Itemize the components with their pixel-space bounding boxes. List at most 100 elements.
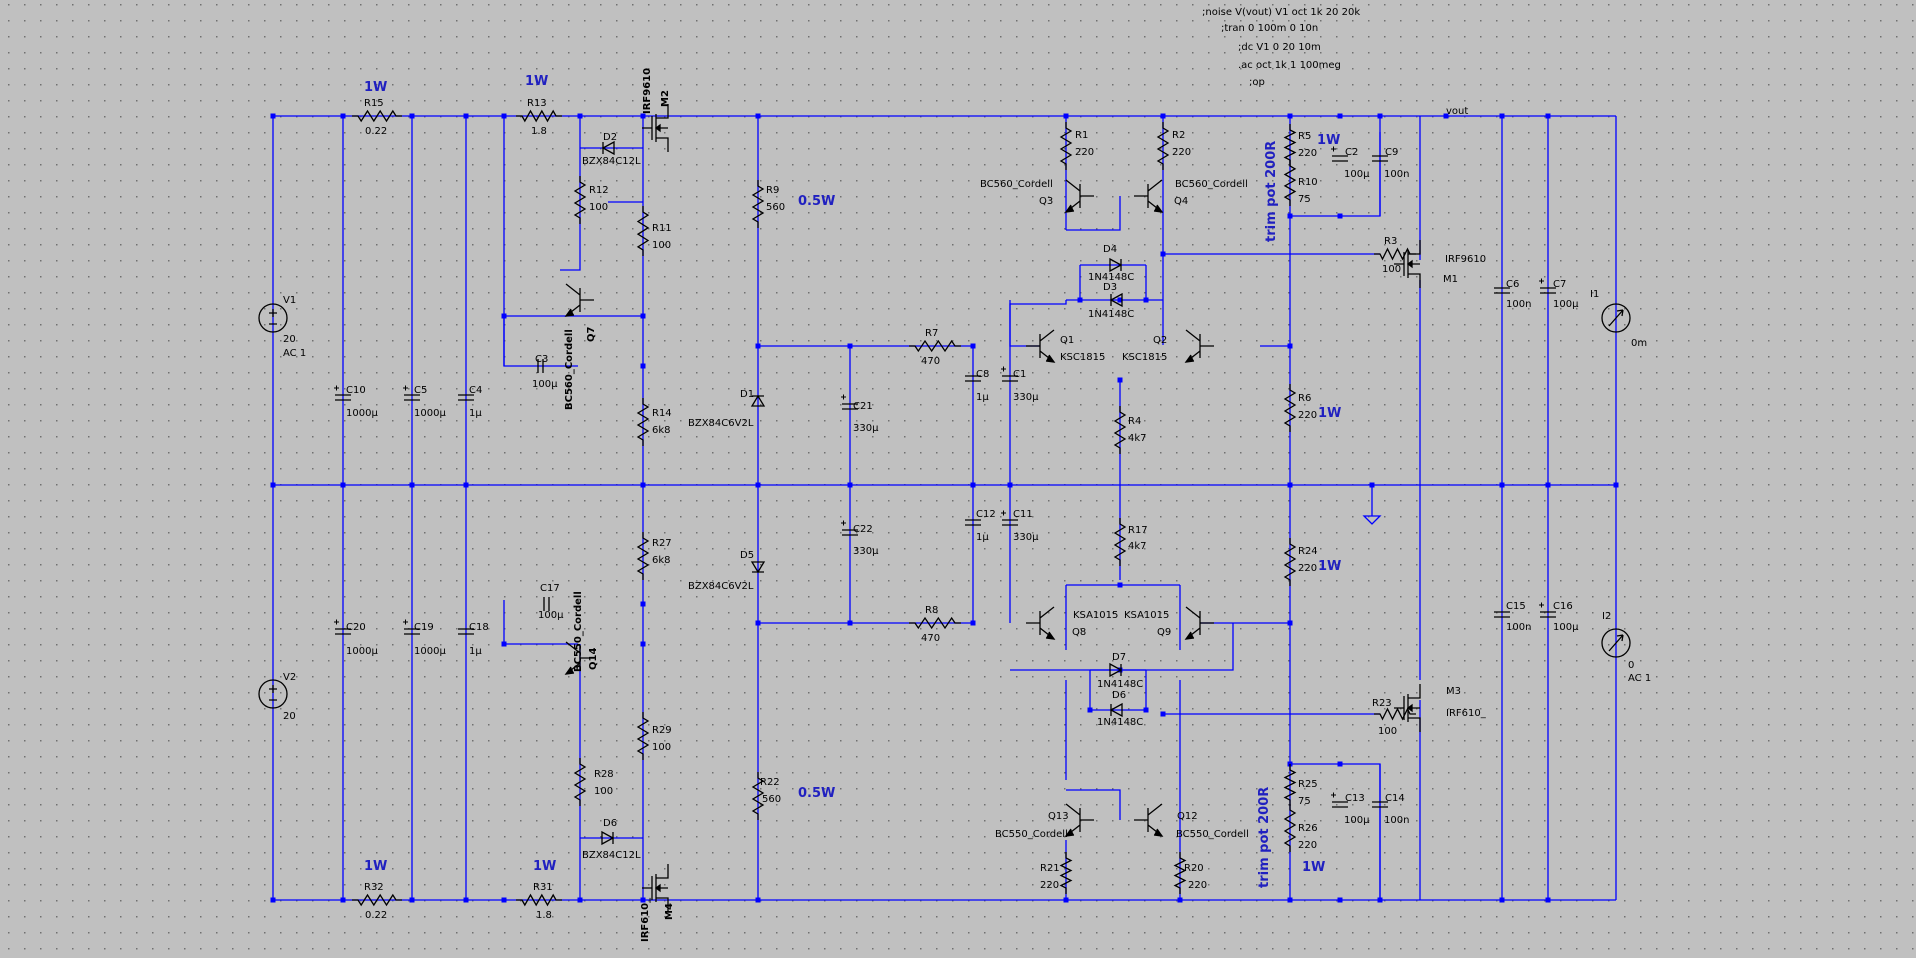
capacitor-c21[interactable]	[841, 394, 858, 410]
capacitor-c17[interactable]	[543, 597, 550, 611]
resistor-r7[interactable]	[909, 339, 961, 353]
diode-d3[interactable]	[1109, 292, 1123, 308]
resistor-r2[interactable]	[1156, 122, 1170, 170]
resistor-r27[interactable]	[636, 532, 650, 580]
resistor-r2-value: 220	[1172, 147, 1191, 158]
diode-d1[interactable]	[750, 394, 766, 407]
mosfet-m4[interactable]	[642, 864, 669, 912]
transistor-q4[interactable]	[1134, 179, 1164, 213]
note-trim-top: trim pot 200R	[1264, 141, 1279, 242]
resistor-r24-name: R24	[1298, 546, 1318, 557]
capacitor-c14[interactable]	[1372, 801, 1388, 808]
resistor-r23[interactable]	[1374, 707, 1416, 721]
capacitor-c13[interactable]	[1331, 792, 1348, 808]
capacitor-c12[interactable]	[965, 519, 981, 526]
capacitor-c3[interactable]	[537, 359, 544, 373]
resistor-r13[interactable]	[516, 109, 562, 123]
capacitor-c1[interactable]	[1001, 366, 1018, 382]
transistor-q2[interactable]	[1184, 329, 1214, 363]
resistor-r24[interactable]	[1283, 538, 1297, 586]
resistor-r21[interactable]	[1059, 852, 1073, 894]
resistor-r1[interactable]	[1059, 122, 1073, 170]
resistor-r5[interactable]	[1283, 124, 1297, 166]
capacitor-c2[interactable]	[1331, 146, 1348, 162]
resistor-r15[interactable]	[352, 109, 402, 123]
capacitor-c3-name: C3	[535, 354, 548, 365]
voltage-source-v1[interactable]	[258, 303, 288, 333]
resistor-r4[interactable]	[1113, 406, 1127, 454]
capacitor-c7[interactable]	[1539, 278, 1556, 294]
ground-symbol[interactable]	[1362, 485, 1382, 525]
resistor-r11[interactable]	[636, 206, 650, 256]
transistor-q1[interactable]	[1026, 329, 1056, 363]
resistor-r8[interactable]	[909, 616, 961, 630]
capacitor-c8[interactable]	[965, 375, 981, 382]
resistor-r31[interactable]	[516, 893, 562, 907]
diode-d7-value: 1N4148C	[1097, 679, 1143, 690]
directive-ac[interactable]: .ac oct 1k 1 100meg	[1238, 60, 1341, 71]
directive-tran[interactable]: ;tran 0 100m 0 10n	[1221, 23, 1318, 34]
resistor-r26[interactable]	[1283, 804, 1297, 852]
transistor-q8[interactable]	[1026, 606, 1056, 640]
diode-d2[interactable]	[601, 140, 615, 156]
capacitor-c16[interactable]	[1539, 602, 1556, 618]
resistor-r22[interactable]	[751, 772, 765, 820]
resistor-r9[interactable]	[751, 180, 765, 228]
transistor-q9[interactable]	[1184, 606, 1214, 640]
directive-noise[interactable]: ;noise V(vout) V1 oct 1k 20 20k	[1202, 7, 1360, 18]
capacitor-c4[interactable]	[458, 394, 474, 401]
transistor-q7[interactable]	[564, 283, 594, 317]
capacitor-c9[interactable]	[1372, 155, 1388, 162]
resistor-r29[interactable]	[636, 712, 650, 760]
resistor-r32[interactable]	[352, 893, 402, 907]
diode-d6b[interactable]	[1109, 702, 1123, 718]
resistor-r25[interactable]	[1283, 764, 1297, 806]
current-source-i1[interactable]	[1601, 303, 1631, 333]
diode-d7[interactable]	[1109, 662, 1123, 678]
diode-d5[interactable]	[750, 561, 766, 574]
capacitors	[334, 146, 1556, 808]
capacitor-c11[interactable]	[1001, 510, 1018, 526]
mosfet-m1[interactable]	[1394, 240, 1421, 288]
capacitor-c14-name: C14	[1385, 793, 1405, 804]
mosfet-m3[interactable]	[1394, 684, 1421, 732]
capacitor-c22[interactable]	[841, 520, 858, 536]
resistor-r20[interactable]	[1173, 852, 1187, 894]
capacitor-c5[interactable]	[403, 385, 420, 401]
voltage-source-v2[interactable]	[258, 679, 288, 709]
net-label-vout[interactable]: vout	[1446, 106, 1468, 117]
diode-d3-value: 1N4148C	[1088, 309, 1134, 320]
resistor-r12[interactable]	[573, 176, 587, 224]
capacitor-c19[interactable]	[403, 619, 420, 635]
resistor-r15-value: 0.22	[365, 126, 387, 137]
transistor-q14[interactable]	[564, 641, 594, 675]
resistor-r10[interactable]	[1283, 160, 1297, 206]
resistor-r28[interactable]	[573, 758, 587, 806]
transistor-q8-name: Q8	[1072, 627, 1086, 638]
diode-d4[interactable]	[1109, 257, 1123, 273]
resistor-r14[interactable]	[636, 398, 650, 446]
capacitor-c15[interactable]	[1494, 611, 1510, 618]
capacitor-c20[interactable]	[334, 619, 351, 635]
capacitor-c18[interactable]	[458, 628, 474, 635]
resistor-r17[interactable]	[1113, 518, 1127, 566]
transistor-q3[interactable]	[1064, 179, 1094, 213]
mosfet-m2[interactable]	[642, 104, 669, 152]
resistor-r14-name: R14	[652, 408, 672, 419]
capacitor-c6[interactable]	[1494, 287, 1510, 294]
capacitor-c10[interactable]	[334, 385, 351, 401]
resistor-r22-name: R22	[760, 777, 780, 788]
transistor-q12[interactable]	[1134, 803, 1164, 837]
resistor-r8-name: R8	[925, 605, 938, 616]
directive-dc[interactable]: ;dc V1 0 20 10m	[1238, 42, 1321, 53]
diode-d6[interactable]	[601, 830, 615, 846]
directive-op[interactable]: ;op	[1249, 77, 1265, 88]
resistor-r3[interactable]	[1374, 247, 1416, 261]
transistor-q13[interactable]	[1064, 803, 1094, 837]
resistor-r6[interactable]	[1283, 384, 1297, 432]
diode-d1-name: D1	[740, 389, 754, 400]
capacitor-c16-value: 100µ	[1553, 622, 1579, 633]
current-source-i2[interactable]	[1601, 628, 1631, 658]
note-1w-r13: 1W	[525, 74, 548, 89]
